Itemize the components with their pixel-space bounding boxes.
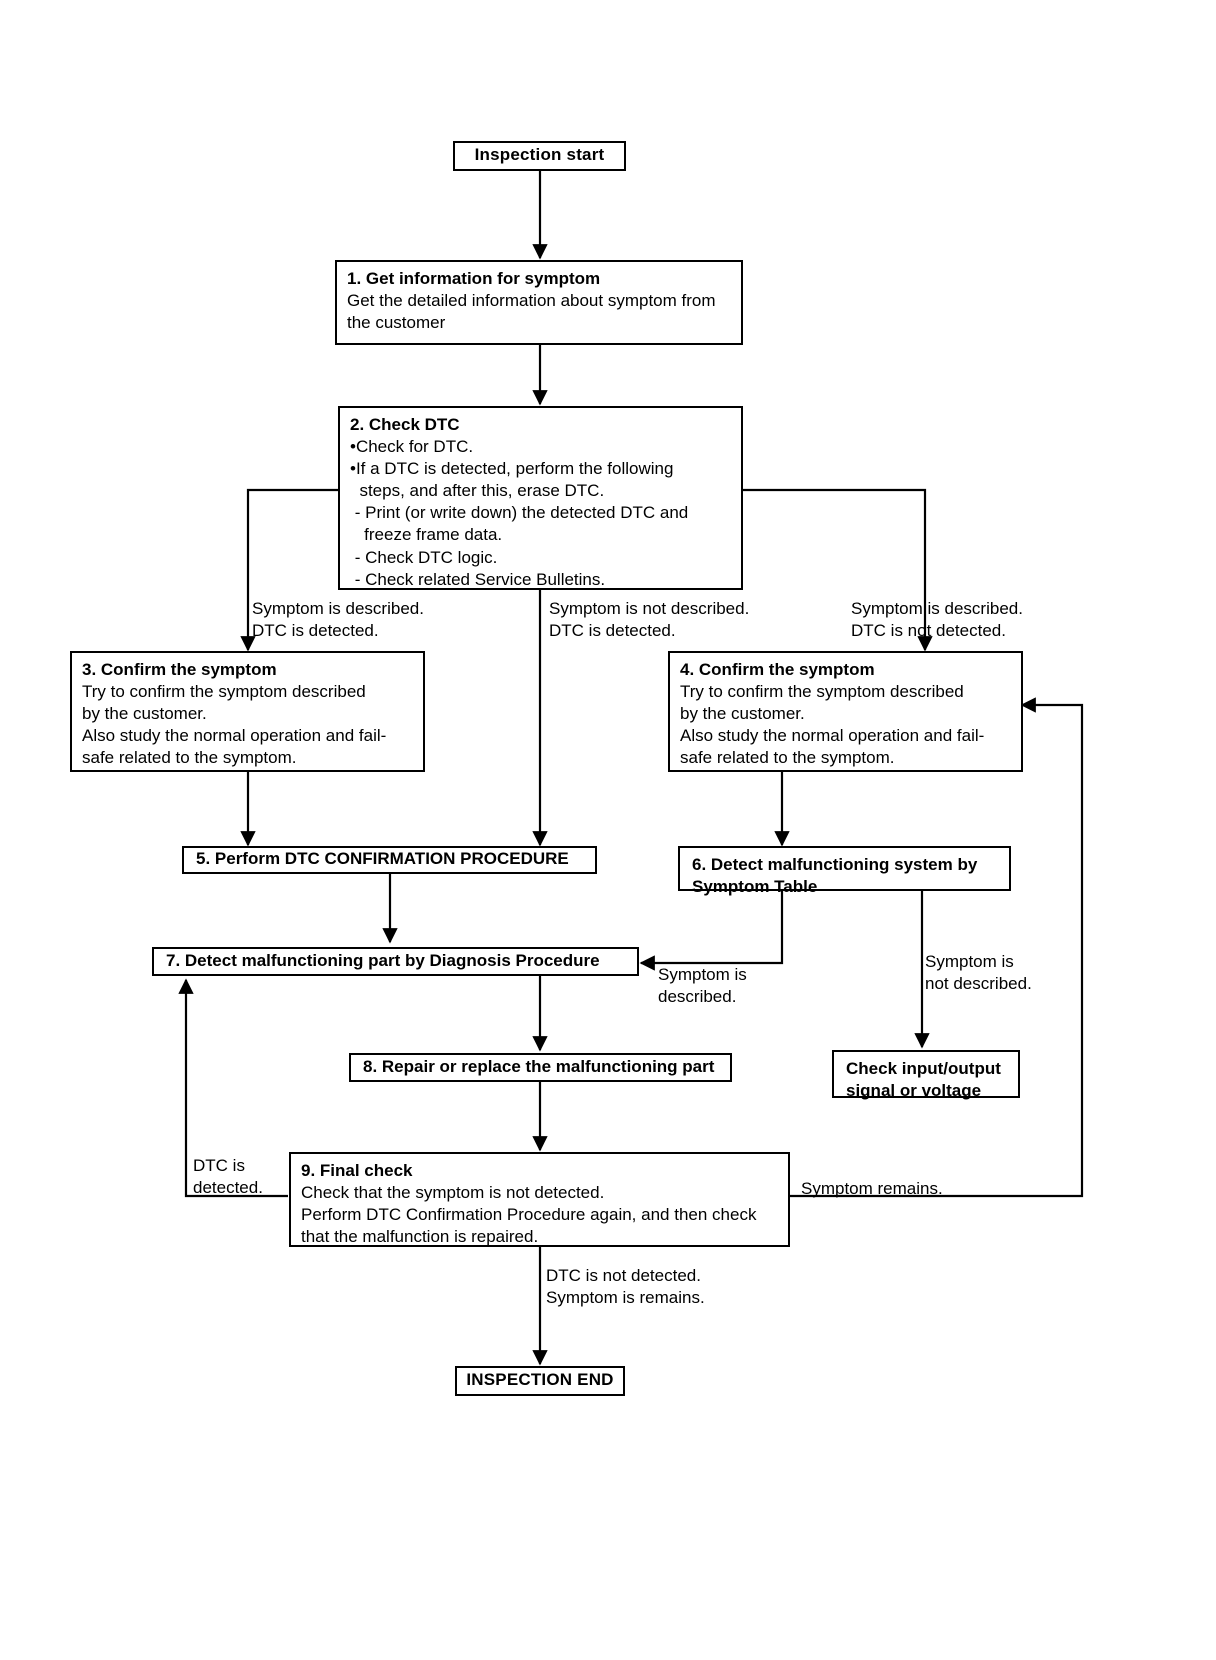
- node-step-3-heading: 3. Confirm the symptom: [82, 660, 277, 679]
- node-step-8: 8. Repair or replace the malfunctioning …: [349, 1053, 732, 1082]
- node-check-input-output-signal-heading: Check input/output signal or voltage: [846, 1059, 1001, 1101]
- edge-label-symptom-remains: Symptom remains.: [801, 1179, 943, 1198]
- node-step-1: 1. Get information for symptom Get the d…: [335, 260, 743, 345]
- node-step-3-body: Try to confirm the symptom described by …: [82, 682, 387, 768]
- node-step-9-heading: 9. Final check: [301, 1161, 413, 1180]
- edge-label-symptom-not-described: Symptom is not described.: [925, 952, 1032, 994]
- node-step-4: 4. Confirm the symptom Try to confirm th…: [668, 651, 1023, 772]
- node-step-5-heading: 5. Perform DTC CONFIRMATION PROCEDURE: [196, 849, 569, 869]
- node-step-1-heading: 1. Get information for symptom: [347, 269, 601, 288]
- node-step-9: 9. Final check Check that the symptom is…: [289, 1152, 790, 1247]
- node-step-9-body: Check that the symptom is not detected. …: [301, 1183, 757, 1247]
- node-step-8-heading: 8. Repair or replace the malfunctioning …: [363, 1056, 715, 1076]
- node-inspection-end-label: INSPECTION END: [466, 1370, 614, 1390]
- node-step-7-heading: 7. Detect malfunctioning part by Diagnos…: [166, 950, 600, 970]
- edge-label-symptom-described: Symptom is described.: [658, 965, 747, 1007]
- node-step-7: 7. Detect malfunctioning part by Diagnos…: [152, 947, 639, 976]
- node-step-5: 5. Perform DTC CONFIRMATION PROCEDURE: [182, 846, 597, 874]
- edge-label-dtc-is-detected: DTC is detected.: [193, 1156, 263, 1198]
- node-step-1-body: Get the detailed information about sympt…: [347, 291, 716, 333]
- edge-label-dtc-not-detected: DTC is not detected. Symptom is remains.: [546, 1266, 705, 1308]
- node-step-2-body: •Check for DTC. •If a DTC is detected, p…: [350, 437, 689, 589]
- node-step-4-body: Try to confirm the symptom described by …: [680, 682, 985, 768]
- node-inspection-start-label: Inspection start: [474, 145, 605, 165]
- node-check-input-output-signal: Check input/output signal or voltage: [832, 1050, 1020, 1100]
- edge-label-branch-left: Symptom is described. DTC is detected.: [252, 599, 424, 641]
- node-step-6: 6. Detect malfunctioning system by Sympt…: [678, 846, 1011, 896]
- node-step-2: 2. Check DTC •Check for DTC. •If a DTC i…: [338, 406, 743, 590]
- node-inspection-start: Inspection start: [453, 141, 626, 171]
- edge-label-branch-center: Symptom is not described. DTC is detecte…: [549, 599, 750, 641]
- node-step-4-heading: 4. Confirm the symptom: [680, 660, 875, 679]
- node-step-6-heading: 6. Detect malfunctioning system by Sympt…: [692, 855, 978, 897]
- edge-label-branch-right: Symptom is described. DTC is not detecte…: [851, 599, 1023, 641]
- node-step-3: 3. Confirm the symptom Try to confirm th…: [70, 651, 425, 772]
- node-step-2-heading: 2. Check DTC: [350, 415, 460, 434]
- node-inspection-end: INSPECTION END: [455, 1366, 625, 1396]
